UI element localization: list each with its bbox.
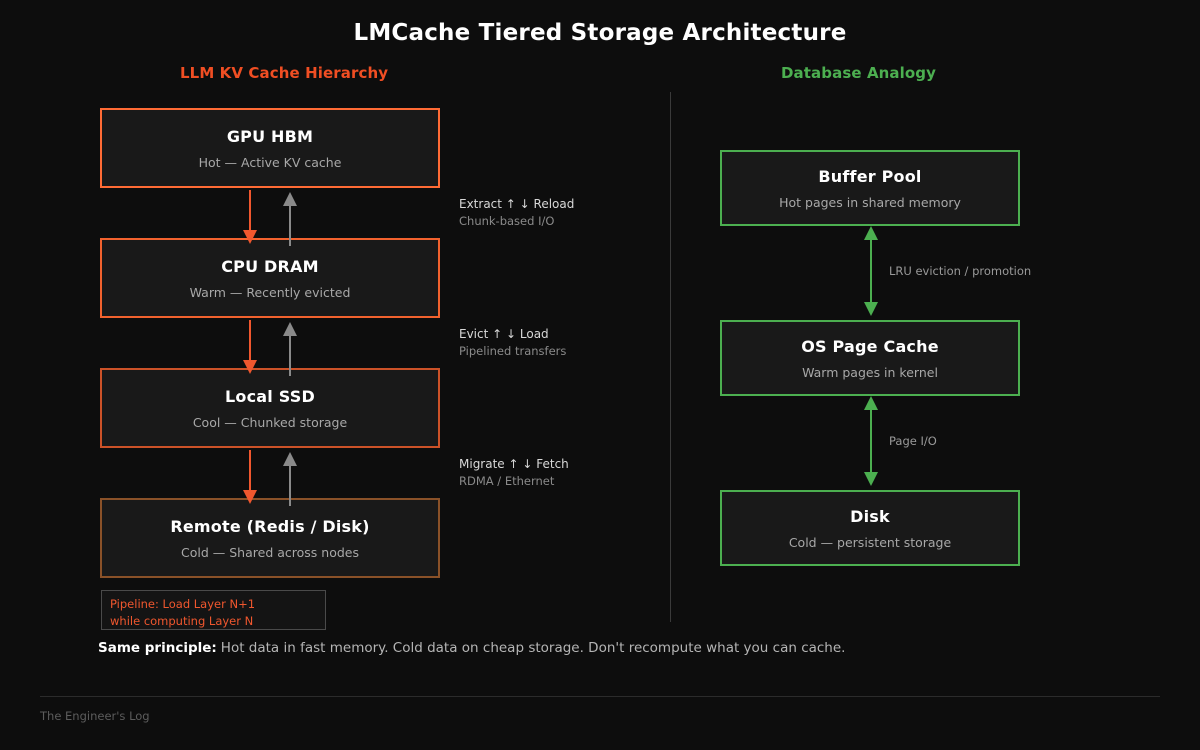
tier-title: GPU HBM bbox=[226, 126, 314, 146]
transition-label-hbm-dram: Extract ↑ ↓ Reload Chunk-based I/O bbox=[459, 195, 574, 230]
tier-subtitle: Cold — Shared across nodes bbox=[181, 544, 359, 560]
tier-subtitle: Warm — Recently evicted bbox=[189, 284, 351, 300]
principle-statement: Same principle:Hot data in fast memory. … bbox=[98, 640, 845, 656]
double-arrow-vertical-icon bbox=[864, 226, 878, 316]
tier-title: Buffer Pool bbox=[818, 166, 922, 186]
tier-subtitle: Hot pages in shared memory bbox=[779, 194, 961, 210]
transition-label-dram-ssd: Evict ↑ ↓ Load Pipelined transfers bbox=[459, 325, 566, 360]
tier-box-remote-redis-disk[interactable]: Remote (Redis / Disk) Cold — Shared acro… bbox=[100, 498, 440, 578]
column-divider bbox=[670, 92, 671, 622]
tier-title: Local SSD bbox=[225, 386, 315, 406]
pipeline-note-line2: while computing Layer N bbox=[110, 614, 254, 629]
transition-main: Evict ↑ ↓ Load bbox=[459, 327, 549, 341]
transition-main: Migrate ↑ ↓ Fetch bbox=[459, 457, 569, 471]
column-heading-database: Database Analogy bbox=[781, 64, 937, 82]
principle-lead: Same principle: bbox=[98, 640, 217, 656]
page-title: LMCache Tiered Storage Architecture bbox=[353, 20, 847, 46]
transition-sub: Chunk-based I/O bbox=[459, 214, 555, 228]
arrow-pair-ssd-remote bbox=[228, 450, 298, 506]
arrow-pair-hbm-dram bbox=[228, 190, 298, 246]
double-arrow-bufferpool-pagecache bbox=[855, 226, 887, 316]
transition-main: Extract ↑ ↓ Reload bbox=[459, 197, 575, 211]
tier-box-disk[interactable]: Disk Cold — persistent storage bbox=[720, 490, 1020, 566]
pipeline-note-line1: Pipeline: Load Layer N+1 bbox=[110, 597, 256, 611]
tier-box-gpu-hbm[interactable]: GPU HBM Hot — Active KV cache bbox=[100, 108, 440, 188]
tier-box-local-ssd[interactable]: Local SSD Cool — Chunked storage bbox=[100, 368, 440, 448]
double-arrow-pagecache-disk bbox=[855, 396, 887, 486]
principle-body: Hot data in fast memory. Cold data on ch… bbox=[220, 640, 846, 656]
tier-subtitle: Cool — Chunked storage bbox=[192, 414, 348, 430]
right-transition-label-lru: LRU eviction / promotion bbox=[889, 264, 1032, 278]
tier-box-cpu-dram[interactable]: CPU DRAM Warm — Recently evicted bbox=[100, 238, 440, 318]
footer-attribution: The Engineer's Log bbox=[40, 709, 150, 723]
footer-divider bbox=[40, 696, 1160, 697]
tier-box-os-page-cache[interactable]: OS Page Cache Warm pages in kernel bbox=[720, 320, 1020, 396]
tier-title: Disk bbox=[850, 506, 890, 526]
column-heading-llm: LLM KV Cache Hierarchy bbox=[180, 64, 389, 82]
double-arrow-vertical-icon bbox=[864, 396, 878, 486]
arrow-pair-dram-ssd bbox=[228, 320, 298, 376]
arrow-down-icon bbox=[243, 450, 257, 504]
transition-sub: Pipelined transfers bbox=[459, 344, 567, 358]
arrow-up-icon bbox=[283, 192, 297, 246]
transition-sub: RDMA / Ethernet bbox=[459, 474, 555, 488]
arrow-up-icon bbox=[283, 452, 297, 506]
pipeline-note: Pipeline: Load Layer N+1 while computing… bbox=[101, 590, 326, 630]
arrow-up-icon bbox=[283, 322, 297, 376]
transition-label-ssd-remote: Migrate ↑ ↓ Fetch RDMA / Ethernet bbox=[459, 455, 569, 490]
tier-box-buffer-pool[interactable]: Buffer Pool Hot pages in shared memory bbox=[720, 150, 1020, 226]
tier-title: Remote (Redis / Disk) bbox=[170, 516, 370, 536]
tier-title: OS Page Cache bbox=[801, 336, 939, 356]
tier-subtitle: Hot — Active KV cache bbox=[198, 154, 342, 170]
arrow-down-icon bbox=[243, 190, 257, 244]
tier-title: CPU DRAM bbox=[221, 256, 319, 276]
tier-subtitle: Warm pages in kernel bbox=[802, 364, 938, 380]
right-transition-label-page-io: Page I/O bbox=[889, 434, 937, 448]
arrow-down-icon bbox=[243, 320, 257, 374]
tier-subtitle: Cold — persistent storage bbox=[788, 534, 952, 550]
